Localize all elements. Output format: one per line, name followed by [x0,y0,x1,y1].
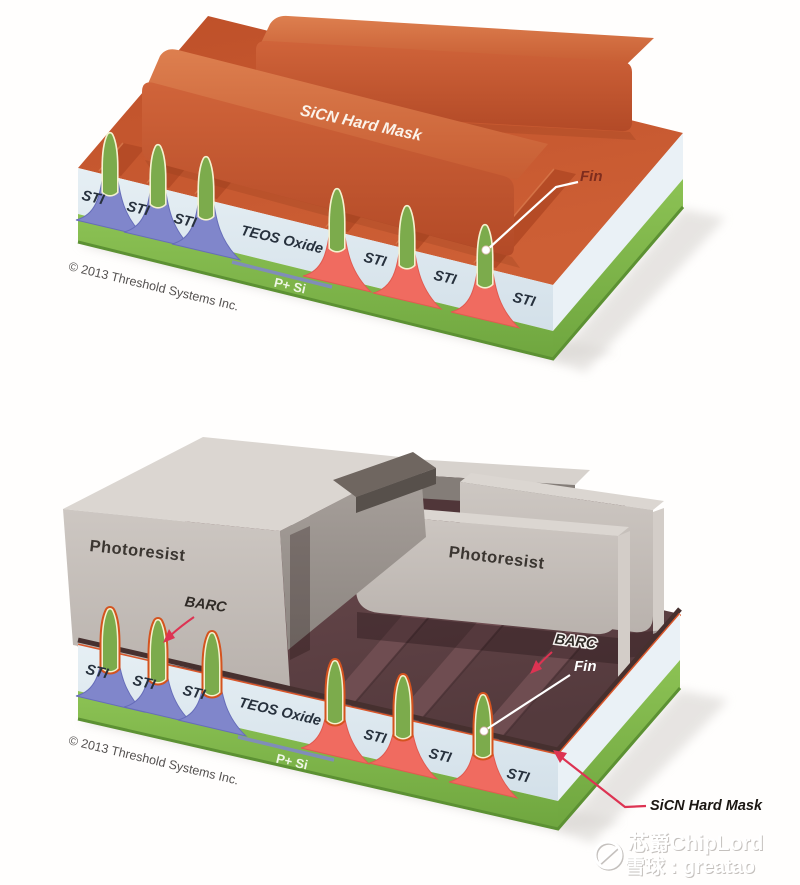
sti-label: STI [80,188,107,209]
hard-mask-label: SiCN Hard Mask [650,798,763,814]
substrate-bottom-edge [77,206,685,361]
substrate-side-face [553,179,683,359]
substrate-bottom-edge [77,687,682,831]
sti-label: STI [505,766,532,787]
sti-label: STI [125,199,152,220]
fin-leader-line [487,180,579,250]
sti-label: STI [181,683,208,704]
barc-edge-line [77,607,682,753]
liner-residue-line [237,735,335,762]
photoresist-notch-inner [356,468,436,513]
wall-floor-shadow [357,612,618,664]
barc-ridge-shadows [346,601,591,747]
substrate-label: P+ Si [273,275,308,297]
ground-shadow [553,209,725,372]
fin-label: Fin [580,168,603,185]
top-diagram-fin-hardmask-etch: SiCN Hard Mask Fin STI STI STI STI STI S… [67,15,725,372]
sti-label: STI [172,211,199,232]
sti-label: STI [362,727,389,748]
substrate-front-face [78,691,558,829]
sti-labels: STI STI STI STI STI STI [80,188,538,311]
watermark-brand-shadow: 芯爵ChipLord [629,833,764,856]
sti-labels: STI STI STI STI STI STI [84,662,532,787]
sti-label: STI [427,746,454,767]
substrate-label: P+ Si [275,751,310,773]
xueqiu-logo-icon [593,840,624,871]
hard-mask-arrowhead-icon [553,750,567,763]
watermark-site-shadow: 雪球 : greatao [626,856,756,879]
barc-left-label: BARC [184,594,228,616]
block-floor-shadow [290,526,310,660]
oxide-front-face [78,168,553,331]
ground-shadow [558,690,728,843]
substrate-side-face [558,660,680,829]
watermark: 芯爵ChipLord 芯爵ChipLord 雪球 : greatao 雪球 : … [593,832,764,879]
sti-label: STI [362,250,389,271]
fin-leader-line [486,674,571,730]
oxide-front-face [78,645,558,801]
sti-label: STI [511,290,538,311]
hard-mask-arrow [560,756,647,809]
bottom-diagram-photoresist-barc: Photoresist Photoresist BARC BARC Fin Si… [63,437,763,843]
sti-label: STI [84,662,111,683]
oxide-side-face [558,614,680,801]
fin-leader-dot [481,245,491,255]
barc-fin-ridges [323,597,590,746]
barc-left-arrow [170,616,195,636]
sti-label: STI [432,268,459,289]
fin-label: Fin [574,658,597,675]
photoresist-notch [333,452,436,497]
sti-label: STI [131,673,158,694]
watermark-brand-text: 芯爵ChipLord [628,832,763,855]
barc-right-arrowhead-icon [530,660,542,674]
watermark-site-text: 雪球 : greatao [625,855,755,878]
barc-left-arrowhead-icon [163,629,175,643]
oxide-side-face [553,133,683,331]
liner-residue-line [231,260,333,289]
fin-leader-dot [479,726,489,736]
